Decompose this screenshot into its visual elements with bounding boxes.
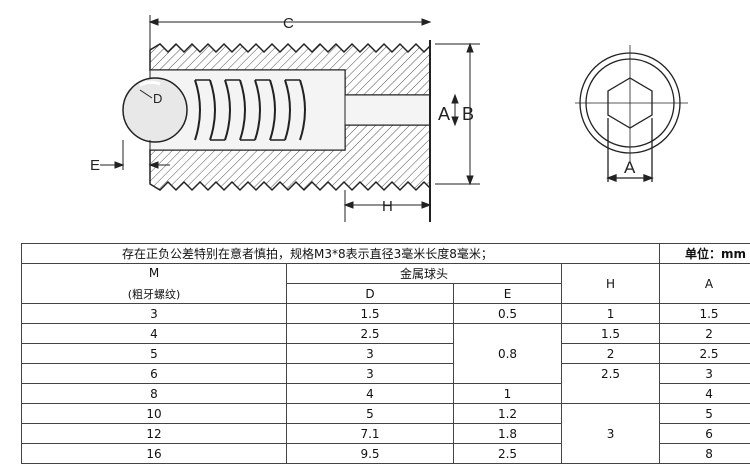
cell-m: 3 xyxy=(21,303,287,324)
cell-h-merged: 2.5 xyxy=(560,363,661,404)
table-row: 5 3 2 2.5 xyxy=(21,343,750,364)
cell-a: 2 xyxy=(659,323,750,344)
plunger-section-view xyxy=(122,40,431,222)
cell-d: 1.5 xyxy=(286,303,454,324)
dimension-lines xyxy=(100,15,480,222)
header-a: A xyxy=(659,263,750,304)
cell-d: 9.5 xyxy=(286,443,454,464)
cell-m: 5 xyxy=(21,343,287,364)
cell-e: 0.5 xyxy=(453,303,562,324)
cell-d: 4 xyxy=(286,383,454,404)
cell-e-merged: 0.8 xyxy=(453,323,562,384)
cell-h: 1.5 xyxy=(560,323,661,344)
cell-h: 2 xyxy=(560,343,661,364)
cell-d: 7.1 xyxy=(286,423,454,444)
cell-e: 1.8 xyxy=(453,423,562,444)
cell-a: 4 xyxy=(659,383,750,404)
header-ball: 金属球头 xyxy=(286,263,562,284)
technical-drawing: C D E A B H A xyxy=(90,15,688,222)
dim-label-c: C xyxy=(283,15,294,32)
cell-h: 1 xyxy=(560,303,661,324)
cell-d: 3 xyxy=(286,363,454,384)
cell-a: 8 xyxy=(659,443,750,464)
dim-label-a: A xyxy=(438,104,450,124)
dim-label-d: D xyxy=(153,91,162,106)
cell-a: 3 xyxy=(659,363,750,384)
end-view-label-a: A xyxy=(624,158,636,177)
table-row: 8 4 1 4 xyxy=(21,383,750,404)
cell-m: 6 xyxy=(21,363,287,384)
cell-a: 2.5 xyxy=(659,343,750,364)
cell-m: 10 xyxy=(21,403,287,424)
cell-a: 6 xyxy=(659,423,750,444)
dim-label-e: E xyxy=(90,157,100,174)
header-h: H xyxy=(560,263,661,304)
table-row: 12 7.1 1.8 6 xyxy=(21,423,750,444)
dim-label-h: H xyxy=(382,198,393,215)
end-view xyxy=(575,45,688,182)
cell-h-merged: 3 xyxy=(560,403,661,464)
cell-a: 5 xyxy=(659,403,750,424)
table-row: 3 1.5 0.5 1 1.5 xyxy=(21,303,750,324)
header-m-label: M xyxy=(148,265,160,280)
header-m-sub: (粗牙螺纹) xyxy=(127,287,181,301)
spec-table: 存在正负公差特别在意者慎拍，规格M3*8表示直径3毫米长度8毫米； 单位：mm … xyxy=(20,243,750,464)
cell-m: 4 xyxy=(21,323,287,344)
table-unit: 单位：mm xyxy=(659,243,750,264)
cell-d: 2.5 xyxy=(286,323,454,344)
cell-a: 1.5 xyxy=(659,303,750,324)
cell-m: 16 xyxy=(21,443,287,464)
cell-e: 1.2 xyxy=(453,403,562,424)
cell-d: 3 xyxy=(286,343,454,364)
cell-m: 8 xyxy=(21,383,287,404)
cell-m: 12 xyxy=(21,423,287,444)
table-row: 16 9.5 2.5 8 xyxy=(21,443,750,464)
header-e: E xyxy=(453,283,562,304)
cell-e: 2.5 xyxy=(453,443,562,464)
table-row: 6 3 2.5 3 xyxy=(21,363,750,404)
header-m: M (粗牙螺纹) xyxy=(21,263,287,304)
header-d: D xyxy=(286,283,454,304)
cell-d: 5 xyxy=(286,403,454,424)
table-note: 存在正负公差特别在意者慎拍，规格M3*8表示直径3毫米长度8毫米； xyxy=(20,243,661,264)
table-row: 10 5 1.2 3 5 xyxy=(21,403,750,464)
dim-label-b: B xyxy=(462,104,474,124)
cell-e: 1 xyxy=(453,383,562,404)
table-row: 4 2.5 0.8 1.5 2 xyxy=(21,323,750,384)
